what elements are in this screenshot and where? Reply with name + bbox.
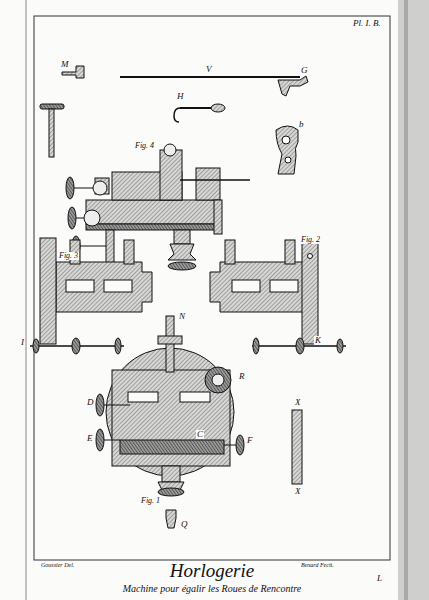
part-letter: X: [294, 487, 302, 496]
plate-frame: [34, 16, 390, 560]
figure-2-stroke: [232, 280, 260, 292]
part-letter: F: [246, 436, 254, 445]
figure-1-stroke: [96, 394, 104, 416]
plate-title: Horlogerie: [170, 561, 254, 582]
figure-2-stroke: [337, 339, 343, 353]
part-letter: V: [205, 65, 213, 74]
figure-1-stroke: [236, 435, 244, 455]
loose-parts-stroke: [276, 126, 298, 174]
loose-parts-stroke: [282, 136, 290, 144]
figure-1-stroke: [120, 440, 224, 454]
figure-1-stroke: [180, 392, 210, 402]
figure-4-stroke: [86, 200, 220, 224]
figure-4-stroke: [74, 188, 95, 189]
figure-4-stroke: [180, 179, 250, 181]
figure-2: [210, 238, 346, 354]
figure-4-stroke: [168, 244, 196, 260]
plate-caption: Machine pour égalir les Roues de Rencont…: [123, 583, 301, 594]
figure-2-stroke: [302, 238, 318, 344]
figure-3-stroke: [33, 339, 39, 353]
loose-parts-stroke: [49, 109, 54, 157]
figure-3-stroke: [66, 280, 94, 292]
page-binding-stroke: [398, 0, 429, 600]
plate-number: Pl. I. B.: [352, 19, 382, 28]
figure-3-stroke: [104, 280, 132, 292]
figure-4-stroke: [214, 200, 222, 234]
part-letter: b: [298, 120, 305, 129]
figure-label: Fig. 4: [134, 142, 155, 150]
page-binding-stroke: [404, 0, 408, 600]
figure-2-stroke: [296, 338, 304, 354]
figure-4-stroke: [106, 230, 114, 264]
credit: Goussier Del.: [40, 562, 75, 568]
figure-2-stroke: [253, 338, 259, 354]
loose-parts-stroke: [120, 76, 300, 78]
loose-parts-stroke: [174, 108, 180, 122]
figure-4-stroke: [68, 207, 76, 229]
figure-label: Fig. 2: [300, 236, 321, 244]
figure-3-stroke: [124, 240, 134, 264]
figure-4-stroke: [164, 144, 176, 156]
figure-2-stroke: [270, 280, 298, 292]
figure-1: [96, 316, 244, 528]
figure-2-stroke: [225, 240, 235, 264]
figure-1-stroke: [205, 367, 231, 393]
figure-2-stroke: [285, 240, 295, 264]
figure-4-stroke: [86, 224, 220, 230]
plate-mark: L: [376, 574, 383, 583]
figure-4-stroke: [84, 210, 100, 226]
loose-parts-stroke: [278, 76, 308, 96]
part-letter: X: [294, 398, 302, 407]
part-letter: G: [300, 66, 309, 75]
figure-1-stroke: [128, 392, 158, 402]
page-binding-stroke: [26, 0, 27, 600]
figure-1-stroke: [104, 405, 130, 406]
loose-parts-stroke: [285, 157, 291, 163]
figure-2-stroke: [210, 262, 306, 312]
loose-parts-stroke: [211, 104, 225, 112]
figure-1-stroke: [158, 488, 184, 496]
loose-parts-stroke: [40, 104, 64, 109]
credit: Benard Fecit.: [300, 562, 335, 568]
figure-3-stroke: [56, 262, 152, 312]
figure-2-stroke: [308, 254, 313, 259]
figure-4-stroke: [168, 262, 196, 270]
figure-3: [30, 238, 152, 354]
figure-label: Fig. 3: [58, 252, 79, 260]
cylinder-x-stroke: [292, 410, 302, 484]
figure-1-stroke: [162, 466, 180, 482]
figure-3-stroke: [72, 338, 80, 354]
part-letter: I: [20, 338, 25, 347]
page-binding: [26, 0, 429, 600]
figure-3-stroke: [115, 338, 121, 354]
part-letter: N: [178, 312, 186, 321]
figure-1-stroke: [96, 429, 104, 451]
figure-4: [66, 144, 250, 270]
figure-3-stroke: [40, 238, 56, 344]
figure-1-stroke: [104, 440, 120, 441]
part-letter: K: [314, 336, 322, 345]
part-letter: Q: [180, 520, 189, 529]
figure-4-stroke: [93, 181, 107, 195]
cylinder-x: [292, 410, 302, 484]
figure-1-stroke: [212, 374, 224, 386]
figure-4-stroke: [66, 177, 74, 199]
part-letter: D: [86, 398, 95, 407]
figure-4-stroke: [160, 150, 182, 200]
part-letter: H: [176, 92, 185, 101]
figure-4-stroke: [174, 230, 190, 244]
figure-4-stroke: [196, 168, 220, 200]
figure-1-stroke: [158, 336, 182, 344]
part-letter: E: [86, 434, 94, 443]
figure-1-stroke: [166, 510, 176, 528]
figure-1-stroke: [224, 445, 236, 446]
part-letter: C: [196, 430, 204, 439]
figure-label: Fig. 1: [140, 497, 161, 505]
plate-frame-stroke: [34, 16, 390, 560]
part-letter: M: [60, 60, 70, 69]
part-letter: R: [238, 372, 246, 381]
